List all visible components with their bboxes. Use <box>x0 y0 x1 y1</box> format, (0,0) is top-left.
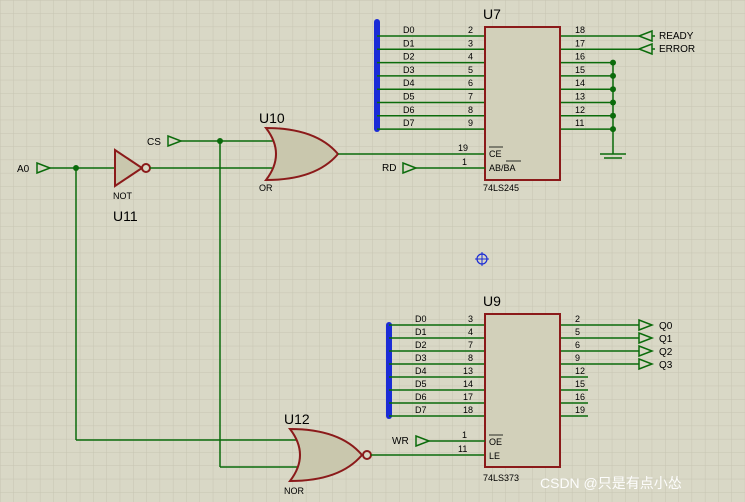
u7-bus-label: D5 <box>403 92 415 102</box>
u9-ref: U9 <box>483 293 501 309</box>
u7-bus-label: D4 <box>403 78 415 88</box>
u9-bus-label: D6 <box>415 392 427 402</box>
u11-type: NOT <box>113 191 133 201</box>
q1-output-label: Q1 <box>659 334 673 345</box>
u7-bus-label: D2 <box>403 52 415 62</box>
u9-right-pin-num: 12 <box>575 366 585 376</box>
u7-ce-pin: CE <box>489 149 502 159</box>
u9-right-pin-num: 19 <box>575 405 585 415</box>
crosshair-icon[interactable] <box>475 252 489 266</box>
u7-left-pin-num: 3 <box>468 38 473 48</box>
u9-bus-label: D5 <box>415 379 427 389</box>
u9-left-pin-num: 14 <box>463 379 473 389</box>
ground-icon <box>600 153 626 159</box>
u9-right-pin-num: 6 <box>575 340 580 350</box>
u12-nor-gate[interactable]: U12 NOR <box>284 411 372 496</box>
q3-output-label: Q3 <box>659 360 673 371</box>
q1-output-terminal[interactable]: Q1 <box>638 331 673 345</box>
q2-output-label: Q2 <box>659 347 673 358</box>
u7-right-pin-num: 11 <box>575 118 584 128</box>
u7-left-pin-num: 4 <box>468 52 473 62</box>
u7-left-pin-num: 7 <box>468 92 473 102</box>
u10-ref: U10 <box>259 110 285 126</box>
u9-right-pin-num: 5 <box>575 327 580 337</box>
rd-label: RD <box>382 163 396 174</box>
u12-ref: U12 <box>284 411 310 427</box>
u7-dir-num: 1 <box>462 157 467 167</box>
u9-bus-label: D3 <box>415 353 427 363</box>
u7-right-pin-num: 14 <box>575 78 585 88</box>
u7-bus-label: D7 <box>403 118 415 128</box>
cs-input-terminal[interactable]: CS <box>147 134 184 148</box>
u11-ref: U11 <box>113 208 138 224</box>
a0-input-terminal[interactable]: A0 <box>17 161 53 175</box>
u7-part: 74LS245 <box>483 183 519 193</box>
u9-right-pin-num: 16 <box>575 392 585 402</box>
u7-left-pin-num: 9 <box>468 118 473 128</box>
u7-left-pin-num: 2 <box>468 25 473 35</box>
u10-or-gate[interactable]: U10 OR <box>259 110 340 193</box>
u7-right-pin-num: 17 <box>575 38 585 48</box>
u7-dir-pin: AB/BA <box>489 163 516 173</box>
u9-bus-label: D1 <box>415 327 427 337</box>
u9-chip[interactable]: U9 74LS373 OE LE <box>483 293 561 483</box>
u9-le-num: 11 <box>458 444 467 454</box>
u7-right-pin-num: 13 <box>575 92 585 102</box>
u7-bus-label: D6 <box>403 105 415 115</box>
q0-output-terminal[interactable]: Q0 <box>638 318 673 332</box>
wr-input-terminal[interactable]: WR <box>392 434 432 448</box>
a0-label: A0 <box>17 164 30 175</box>
u9-left-pin-num: 4 <box>468 327 473 337</box>
wr-label: WR <box>392 436 409 447</box>
u9-left-pin-num: 3 <box>468 314 473 324</box>
error-output-terminal[interactable]: ERROR <box>636 42 695 56</box>
q0-output-label: Q0 <box>659 321 673 332</box>
u9-bus-label: D2 <box>415 340 427 350</box>
u7-left-pin-num: 5 <box>468 65 473 75</box>
u9-part: 74LS373 <box>483 473 519 483</box>
u9-bus-label: D7 <box>415 405 427 415</box>
ready-label: READY <box>659 31 694 42</box>
u9-oe-num: 1 <box>462 430 467 440</box>
u9-left-pin-num: 7 <box>468 340 473 350</box>
u9-right-pin-num: 2 <box>575 314 580 324</box>
u7-bus-label: D1 <box>403 38 415 48</box>
u7-bus-label: D3 <box>403 65 415 75</box>
rd-input-terminal[interactable]: RD <box>382 161 419 175</box>
u9-right-pin-num: 15 <box>575 379 585 389</box>
u9-le-pin: LE <box>489 451 500 461</box>
u9-bus-label: D0 <box>415 314 427 324</box>
u9-oe-pin: OE <box>489 437 502 447</box>
u7-right-pin-num: 16 <box>575 52 585 62</box>
u7-left-pin-num: 6 <box>468 78 473 88</box>
u7-right-pin-num: 15 <box>575 65 585 75</box>
u7-bus-label: D0 <box>403 25 415 35</box>
u7-right-pin-num: 12 <box>575 105 585 115</box>
u9-bus-label: D4 <box>415 366 427 376</box>
u9-right-pin-num: 9 <box>575 353 580 363</box>
error-label: ERROR <box>659 44 695 55</box>
q2-output-terminal[interactable]: Q2 <box>638 344 673 358</box>
u7-ref: U7 <box>483 6 501 22</box>
junction <box>610 59 616 66</box>
u10-type: OR <box>259 183 273 193</box>
u9-left-pin-num: 18 <box>463 405 473 415</box>
u7-ce-num: 19 <box>458 143 468 153</box>
cs-label: CS <box>147 137 161 148</box>
u7-chip[interactable]: U7 74LS245 CE AB/BA <box>483 6 561 193</box>
u7-left-pin-num: 8 <box>468 105 473 115</box>
u9-left-pin-num: 8 <box>468 353 473 363</box>
u9-left-pin-num: 17 <box>463 392 473 402</box>
ready-output-terminal[interactable]: READY <box>636 29 694 43</box>
q3-output-terminal[interactable]: Q3 <box>638 357 673 371</box>
u12-type: NOR <box>284 486 305 496</box>
u7-right-pin-num: 18 <box>575 25 585 35</box>
u9-left-pin-num: 13 <box>463 366 473 376</box>
watermark: CSDN @只是有点小怂 <box>540 475 682 491</box>
